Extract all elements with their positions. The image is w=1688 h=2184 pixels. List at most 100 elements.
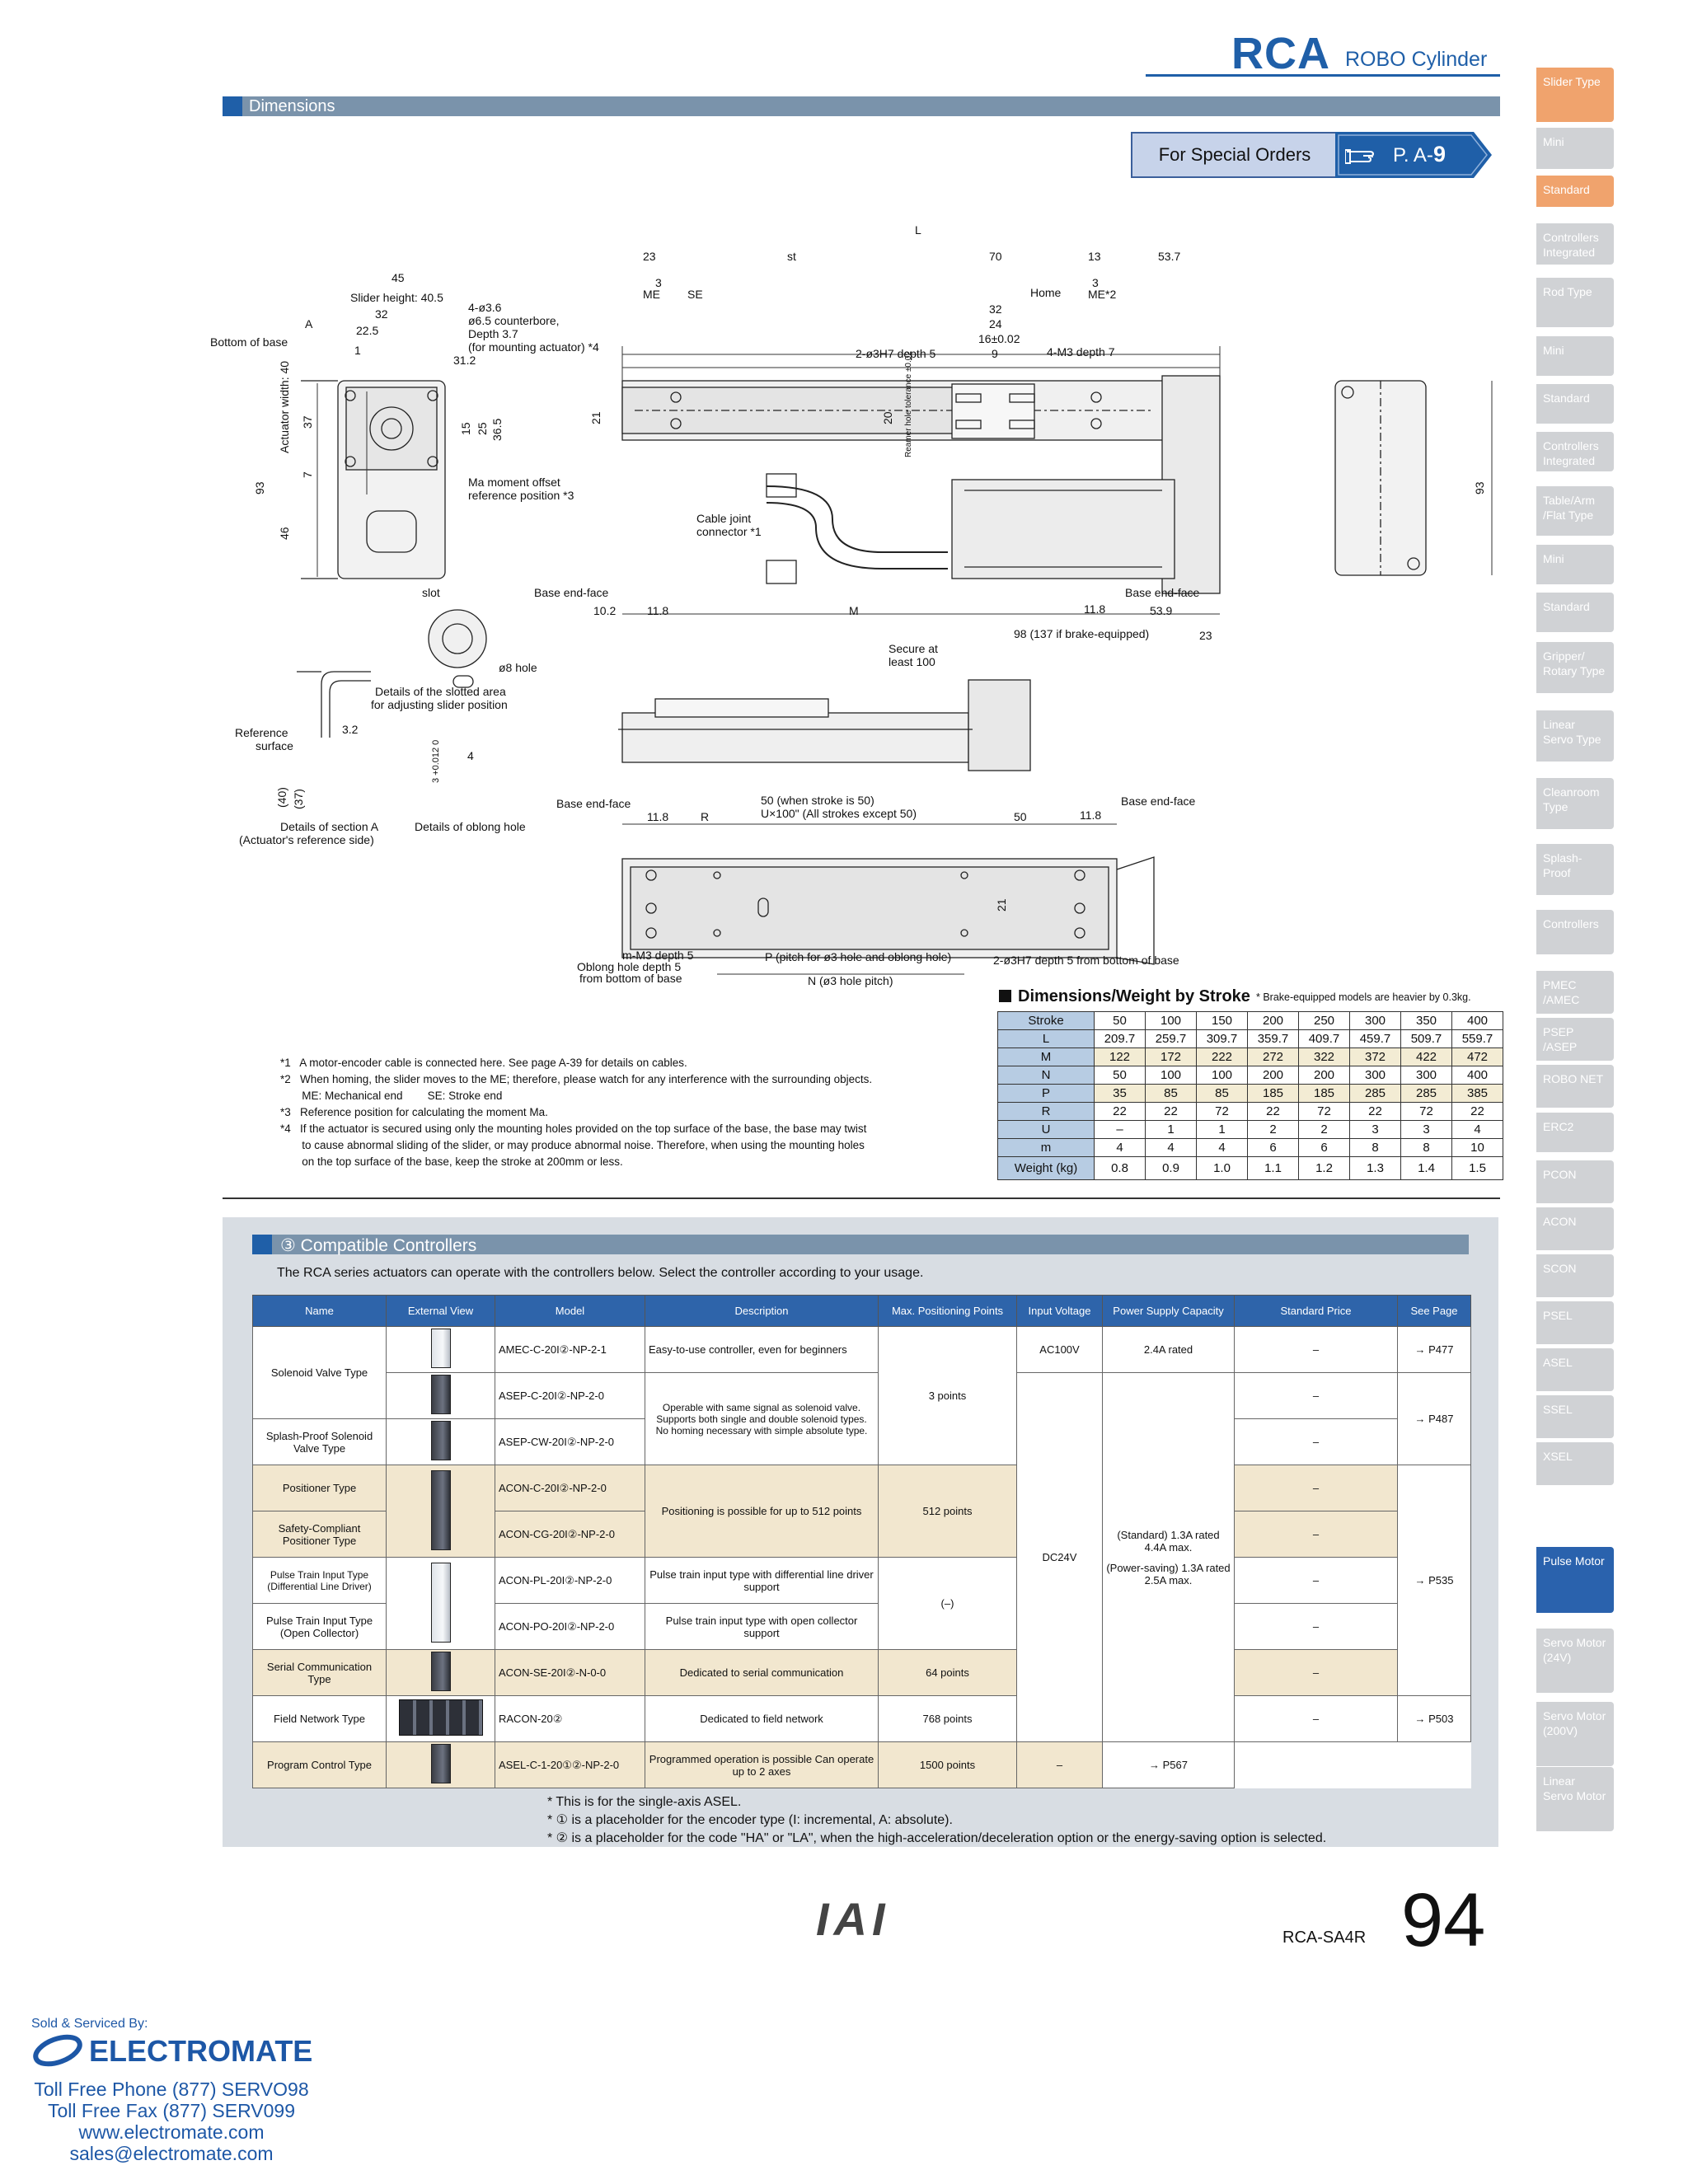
controllers-footnotes: * This is for the single-axis ASEL. * ① … bbox=[547, 1795, 1327, 1845]
n-pitch-note: N (ø3 hole pitch) bbox=[808, 974, 893, 987]
sidebar-item[interactable]: ASEL bbox=[1536, 1348, 1614, 1391]
sidebar-item[interactable]: Standard bbox=[1536, 176, 1614, 207]
mm3-note-2: Oblong hole depth 5 bbox=[577, 960, 681, 973]
sidebar-item[interactable]: Standard bbox=[1536, 384, 1614, 424]
iai-logo: IAI bbox=[816, 1893, 890, 1945]
dim-21b: 21 bbox=[995, 898, 1008, 912]
dim-10-2: 10.2 bbox=[593, 604, 616, 617]
page-link[interactable]: → P535 bbox=[1397, 1465, 1471, 1696]
brand-subtitle: ROBO Cylinder bbox=[1345, 48, 1488, 71]
hole-3h7: 2-ø3H7 depth 5 bbox=[856, 347, 935, 360]
sidebar-item[interactable]: ERC2 bbox=[1536, 1113, 1614, 1152]
website-link[interactable]: www.electromate.com bbox=[78, 2121, 265, 2143]
dim-40: (40) bbox=[275, 787, 288, 808]
cable-note-2: connector *1 bbox=[696, 525, 762, 538]
controller-image bbox=[430, 1652, 451, 1691]
sidebar-item[interactable]: Pulse Motor bbox=[1536, 1547, 1614, 1613]
sidebar-item[interactable]: Controllers Integrated bbox=[1536, 223, 1614, 265]
table-row: Safety-Compliant Positioner Type ACON-CG… bbox=[252, 1511, 1471, 1558]
page-link[interactable]: → P487 bbox=[1397, 1372, 1471, 1465]
special-orders-page-link[interactable] bbox=[1335, 132, 1492, 178]
sidebar-item[interactable]: Splash-Proof bbox=[1536, 844, 1614, 895]
sidebar-item[interactable]: SSEL bbox=[1536, 1395, 1614, 1438]
oblong-note: Details of oblong hole bbox=[415, 820, 526, 833]
sidebar-item[interactable]: Standard bbox=[1536, 593, 1614, 632]
hole-note-1: 4-ø3.6 bbox=[468, 301, 502, 314]
slotted-note-1: Details of the slotted area bbox=[375, 685, 506, 698]
sidebar-item[interactable]: Mini bbox=[1536, 128, 1614, 169]
fifty-note-2: U×100" (All strokes except 50) bbox=[761, 807, 917, 820]
model-code: RCA-SA4R bbox=[1282, 1929, 1367, 1947]
table-row: Positioner Type ACON-C-20I②-NP-2-0 Posit… bbox=[252, 1465, 1471, 1696]
dim-M: M bbox=[849, 604, 859, 617]
electromate-logo: ELECTROMATE bbox=[31, 2032, 312, 2069]
sidebar-item[interactable]: Mini bbox=[1536, 336, 1614, 376]
slotted-note-2: for adjusting slider position bbox=[371, 698, 508, 711]
dim-4: 4 bbox=[467, 749, 474, 762]
sidebar-item[interactable]: XSEL bbox=[1536, 1442, 1614, 1485]
controllers-title: ③ Compatible Controllers bbox=[280, 1236, 477, 1255]
dim-23b: 23 bbox=[1199, 629, 1212, 642]
dim-11-8d: 11.8 bbox=[1080, 808, 1101, 822]
sidebar-item[interactable]: Linear Servo Type bbox=[1536, 710, 1614, 762]
sidebar-item[interactable]: Servo Motor (24V) bbox=[1536, 1629, 1614, 1693]
header-rule bbox=[1146, 74, 1500, 77]
page-link[interactable]: → P567 bbox=[1102, 1741, 1235, 1788]
dim-act-width: Actuator width: 40 bbox=[278, 361, 291, 453]
dim-11-8: 11.8 bbox=[647, 604, 668, 617]
dim-R: R bbox=[701, 810, 709, 823]
table-row: Field Network Type RACON-20② Dedicated t… bbox=[252, 1695, 1471, 1742]
sidebar-item[interactable]: PSEL bbox=[1536, 1301, 1614, 1344]
phone: Toll Free Phone (877) SERVO98 bbox=[34, 2079, 309, 2100]
dim-9: 9 bbox=[992, 347, 998, 360]
dim-32b: 32 bbox=[989, 302, 1002, 316]
page-link[interactable]: → P477 bbox=[1397, 1326, 1471, 1373]
dim-22-5: 22.5 bbox=[356, 324, 378, 337]
dim-70: 70 bbox=[989, 250, 1002, 263]
dim-93: 93 bbox=[253, 481, 266, 494]
fifty-note-1: 50 (when stroke is 50) bbox=[761, 794, 874, 807]
dim-23: 23 bbox=[643, 250, 656, 263]
base-end-1: Base end-face bbox=[534, 586, 608, 599]
dim-37: 37 bbox=[301, 415, 314, 429]
dim-37b: (37) bbox=[292, 789, 305, 809]
table-row: Splash-Proof Solenoid Valve Type ASEP-CW… bbox=[252, 1418, 1471, 1465]
sidebar-item[interactable]: ROBO NET bbox=[1536, 1065, 1614, 1108]
sidebar-item[interactable]: Rod Type bbox=[1536, 278, 1614, 327]
sidebar-item[interactable]: Controllers bbox=[1536, 910, 1614, 954]
sidebar-item[interactable]: Gripper/ Rotary Type bbox=[1536, 642, 1614, 693]
sidebar-item[interactable]: PCON bbox=[1536, 1160, 1614, 1203]
sidebar-item[interactable]: Table/Arm /Flat Type bbox=[1536, 486, 1614, 536]
hole-note-3: Depth 3.7 bbox=[468, 327, 518, 340]
mm3-note-1: m-M3 depth 5 bbox=[622, 949, 694, 962]
dimension-drawing: L 23 st 70 13 53.7 3 ME SE Home 3 ME*2 3… bbox=[206, 223, 1525, 1001]
dim-3a: 3 bbox=[655, 276, 662, 289]
sidebar-item[interactable]: Servo Motor (200V) bbox=[1536, 1702, 1614, 1766]
table-row: Pulse Train Input Type (Differential Lin… bbox=[252, 1557, 1471, 1650]
dim-7: 7 bbox=[301, 471, 314, 478]
hole-note-2: ø6.5 counterbore, bbox=[468, 314, 560, 327]
sidebar-item[interactable]: Cleanroom Type bbox=[1536, 778, 1614, 829]
sidebar-item[interactable]: Mini bbox=[1536, 545, 1614, 584]
sold-by: Sold & Serviced By: bbox=[31, 2017, 148, 2031]
footnotes-list: *1 A motor-encoder cable is connected he… bbox=[280, 1055, 989, 1170]
sidebar-item[interactable]: Controllers Integrated bbox=[1536, 432, 1614, 471]
page-link[interactable]: → P503 bbox=[1397, 1695, 1471, 1742]
sidebar-item[interactable]: SCON bbox=[1536, 1254, 1614, 1297]
sidebar-item[interactable]: PSEP /ASEP bbox=[1536, 1018, 1614, 1061]
label-ME2: ME*2 bbox=[1088, 288, 1116, 301]
sidebar-item[interactable]: ACON bbox=[1536, 1207, 1614, 1250]
special-orders-button[interactable]: For Special Orders bbox=[1131, 132, 1339, 178]
sidebar-item[interactable]: PMEC /AMEC bbox=[1536, 971, 1614, 1014]
email-link[interactable]: sales@electromate.com bbox=[69, 2143, 274, 2164]
sidebar-item[interactable]: Slider Type bbox=[1536, 68, 1614, 122]
base-end-3: Base end-face bbox=[556, 797, 631, 810]
sidebar-item[interactable]: Linear Servo Motor bbox=[1536, 1767, 1614, 1831]
pitch-note: P (pitch for ø3 hole and oblong hole) bbox=[765, 950, 951, 963]
note-1: *1 A motor-encoder cable is connected he… bbox=[280, 1057, 687, 1069]
